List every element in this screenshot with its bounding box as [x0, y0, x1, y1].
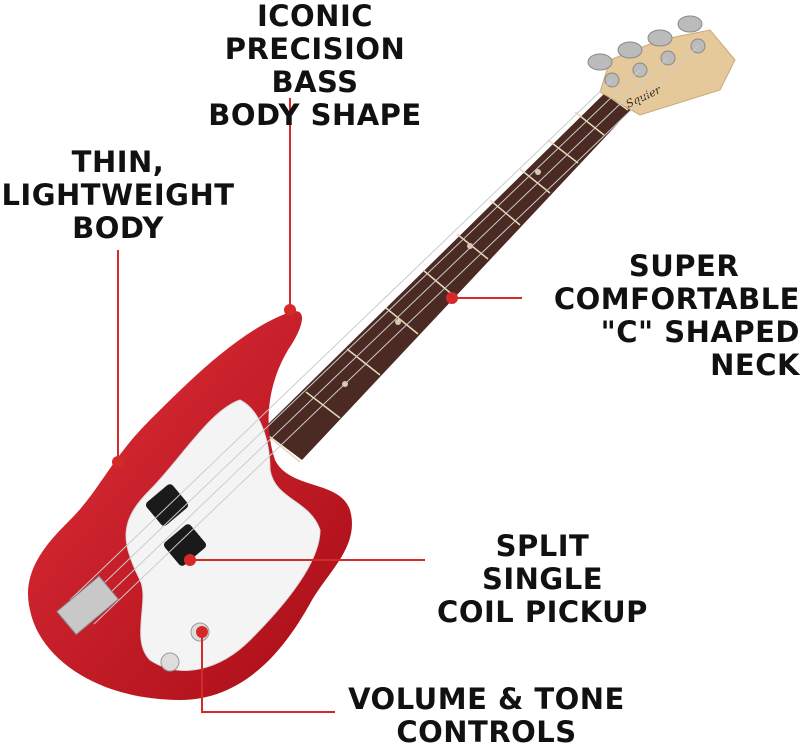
- neck: [262, 86, 640, 463]
- callout-controls: VOLUME & TONE CONTROLS: [344, 683, 629, 749]
- callout-neck: SUPER COMFORTABLE "C" SHAPED NECK: [528, 250, 800, 382]
- callout-dot: [184, 554, 196, 566]
- callout-line: COMFORTABLE: [553, 282, 800, 316]
- callout-line: "C" SHAPED NECK: [600, 315, 800, 382]
- callout-line: SUPER: [628, 249, 740, 283]
- leader-controls: [201, 632, 335, 713]
- callout-line: BODY: [72, 211, 164, 245]
- callout-dot: [446, 292, 458, 304]
- strings: [69, 45, 699, 625]
- callout-line: VOLUME & TONE: [348, 682, 625, 716]
- callout-pickup: SPLIT SINGLE COIL PICKUP: [430, 530, 655, 629]
- callout-thin-body: THIN, LIGHTWEIGHT BODY: [0, 146, 236, 245]
- callout-line: ICONIC: [256, 0, 374, 33]
- callout-line: CONTROLS: [396, 715, 577, 749]
- callout-line: SPLIT SINGLE: [481, 529, 604, 596]
- callout-line: LIGHTWEIGHT: [1, 178, 235, 212]
- pickguard: [125, 399, 321, 671]
- callout-line: PRECISION BASS: [224, 32, 406, 99]
- pickup: [145, 484, 207, 566]
- callout-body-shape: ICONIC PRECISION BASS BODY SHAPE: [180, 0, 450, 132]
- callout-line: COIL PICKUP: [437, 595, 648, 629]
- callout-dot: [196, 626, 208, 638]
- bridge: [56, 575, 120, 636]
- callout-line: BODY SHAPE: [208, 98, 422, 132]
- callout-dot: [112, 456, 124, 468]
- callout-dot: [284, 304, 296, 316]
- callout-line: THIN,: [71, 145, 165, 179]
